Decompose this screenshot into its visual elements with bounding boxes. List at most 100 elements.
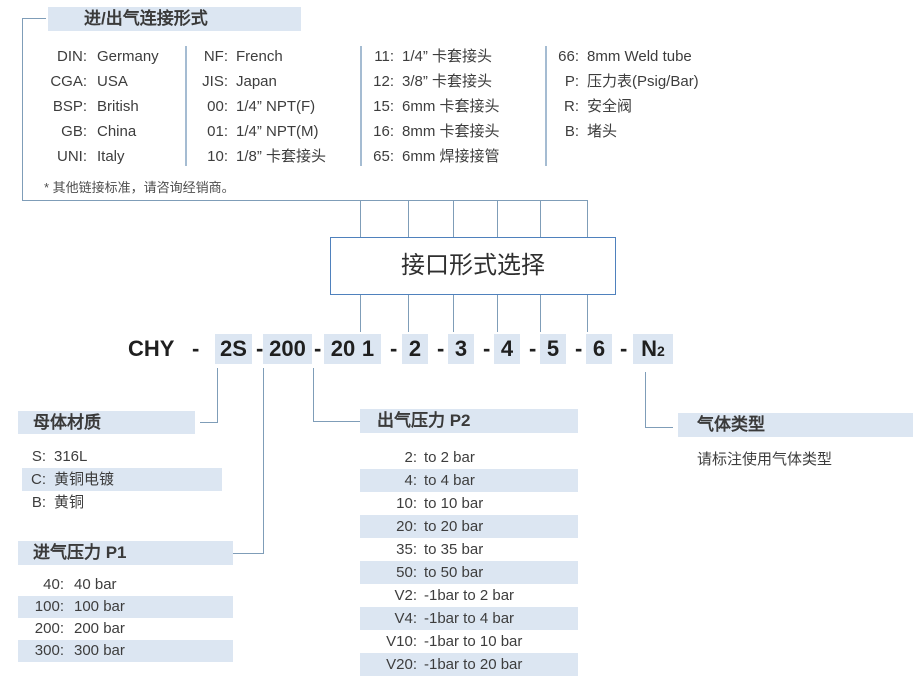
connector-line — [360, 200, 361, 237]
option-key: 40: — [43, 576, 64, 593]
option-key: V2: — [394, 587, 417, 604]
connector-line — [540, 295, 541, 332]
code-segment-port-1: 1 — [355, 334, 381, 364]
option-value: Italy — [97, 148, 125, 165]
code-segment-gas-type: N2 — [633, 334, 673, 364]
option-key: GB: — [61, 123, 87, 140]
code-segment-port-3: 3 — [448, 334, 474, 364]
outlet-pressure-options: 2:to 2 bar 4:to 4 bar 10:to 10 bar 20:to… — [360, 446, 578, 676]
option-key: 66: — [558, 48, 579, 65]
option-value: 安全阀 — [587, 98, 633, 115]
option-key: C: — [31, 471, 46, 488]
code-separator: - — [256, 336, 264, 361]
connection-option: UNI:Italy — [45, 144, 159, 169]
option-value: 1/4” 卡套接头 — [402, 48, 493, 65]
connector-line — [408, 200, 409, 237]
connector-line — [497, 295, 498, 332]
option-key: 35: — [396, 541, 417, 558]
connection-option: GB: China — [45, 119, 159, 144]
pressure-option: 50:to 50 bar — [360, 561, 578, 584]
code-separator: - — [575, 336, 583, 361]
connection-option: NF:French — [196, 44, 326, 69]
option-value: to 10 bar — [424, 495, 484, 512]
option-key: 20: — [396, 518, 417, 535]
material-section-title: 母体材质 — [18, 411, 195, 434]
model-code-prefix: CHY — [128, 336, 175, 361]
material-options: S:316L C:黄铜电镀 B:黄铜 — [22, 445, 222, 514]
connection-column-fittings: 11:1/4” 卡套接头 12:3/8” 卡套接头 15:6mm 卡套接头 16… — [366, 44, 500, 169]
option-value: to 20 bar — [424, 518, 484, 535]
option-value: 6mm 卡套接头 — [402, 98, 500, 115]
code-separator: - — [483, 336, 491, 361]
connection-option: 15: 6mm 卡套接头 — [366, 94, 500, 119]
connection-footnote: * 其他链接标准，请咨询经销商。 — [44, 180, 235, 195]
connector-line — [587, 200, 588, 237]
option-key: R: — [564, 98, 579, 115]
connector-line — [453, 200, 454, 237]
connection-option: BSP:British — [45, 94, 159, 119]
option-value: 黄铜电镀 — [54, 471, 115, 488]
option-value: 300 bar — [74, 642, 125, 659]
pressure-option: V10:-1bar to 10 bar — [360, 630, 578, 653]
option-value: Germany — [97, 48, 159, 65]
option-value: 316L — [54, 448, 88, 465]
connection-section-title: 进/出气连接形式 — [48, 7, 301, 31]
connection-option: 16:8mm 卡套接头 — [366, 119, 499, 144]
option-key: 15: — [373, 98, 394, 115]
option-value: 堵头 — [587, 123, 618, 140]
option-value: 3/8” 卡套接头 — [402, 73, 493, 90]
option-key: B: — [31, 494, 46, 511]
pressure-option: V2:-1bar to 2 bar — [360, 584, 578, 607]
connector-line — [360, 295, 361, 332]
connection-option: DIN: Germany — [45, 44, 159, 69]
option-key: 65: — [373, 148, 394, 165]
connector-line — [313, 368, 314, 422]
option-value: 40 bar — [74, 576, 117, 593]
option-value: USA — [97, 73, 128, 90]
option-key: CGA: — [50, 73, 87, 90]
connector-line — [540, 200, 541, 237]
option-value: to 2 bar — [424, 449, 475, 466]
outlet-pressure-section-title: 出气压力 P2 — [360, 409, 578, 433]
connection-option: 12:3/8” 卡套接头 — [366, 69, 500, 94]
pressure-option: 35: to 35 bar — [360, 538, 578, 561]
option-value: -1bar to 4 bar — [424, 610, 515, 627]
code-segment-port-6: 6 — [586, 334, 612, 364]
option-value: to 50 bar — [424, 564, 484, 581]
option-key: P: — [564, 73, 579, 90]
option-key: B: — [564, 123, 579, 140]
option-key: 16: — [373, 123, 394, 140]
option-value: 1/8” 卡套接头 — [236, 148, 327, 165]
connection-column-accessories: 66:8mm Weld tube P:压力表(Psig/Bar) R:安全阀 B… — [549, 44, 699, 144]
option-value: to 35 bar — [424, 541, 484, 558]
code-segment-material: 2S — [215, 334, 252, 364]
connection-option: 01:1/4” NPT(M) — [196, 119, 326, 144]
pressure-option: V20: -1bar to 20 bar — [360, 653, 578, 676]
connection-column-standards: DIN: Germany CGA: USA BSP:British GB: China… — [45, 44, 159, 169]
connection-column-threads: NF:French JIS:Japan 00:1/4” NPT(F) 01:1/… — [196, 44, 326, 169]
option-key: V20: — [386, 656, 417, 673]
option-key: DIN: — [57, 48, 87, 65]
code-segment-port-2: 2 — [402, 334, 428, 364]
option-key: 10: — [396, 495, 417, 512]
connection-option: 10:1/8” 卡套接头 — [196, 144, 326, 169]
option-value: Japan — [236, 73, 277, 90]
gas-type-section-title: 气体类型 — [678, 413, 913, 437]
pressure-option: 10: to 10 bar — [360, 492, 578, 515]
pressure-option: V4:-1bar to 4 bar — [360, 607, 578, 630]
connector-line — [22, 200, 588, 201]
option-key: V10: — [386, 633, 417, 650]
pressure-option: 200:200 bar — [18, 618, 233, 640]
option-value: -1bar to 20 bar — [424, 656, 523, 673]
connector-line — [313, 421, 360, 422]
option-value: to 4 bar — [424, 472, 475, 489]
option-value: 200 bar — [74, 620, 125, 637]
option-key: 300: — [34, 642, 64, 659]
column-divider — [360, 46, 362, 166]
material-option: C: 黄铜电镀 — [22, 468, 222, 491]
option-value: China — [97, 123, 137, 140]
option-key: NF: — [203, 48, 228, 65]
connection-option: B: 堵头 — [549, 119, 699, 144]
code-separator: - — [437, 336, 445, 361]
